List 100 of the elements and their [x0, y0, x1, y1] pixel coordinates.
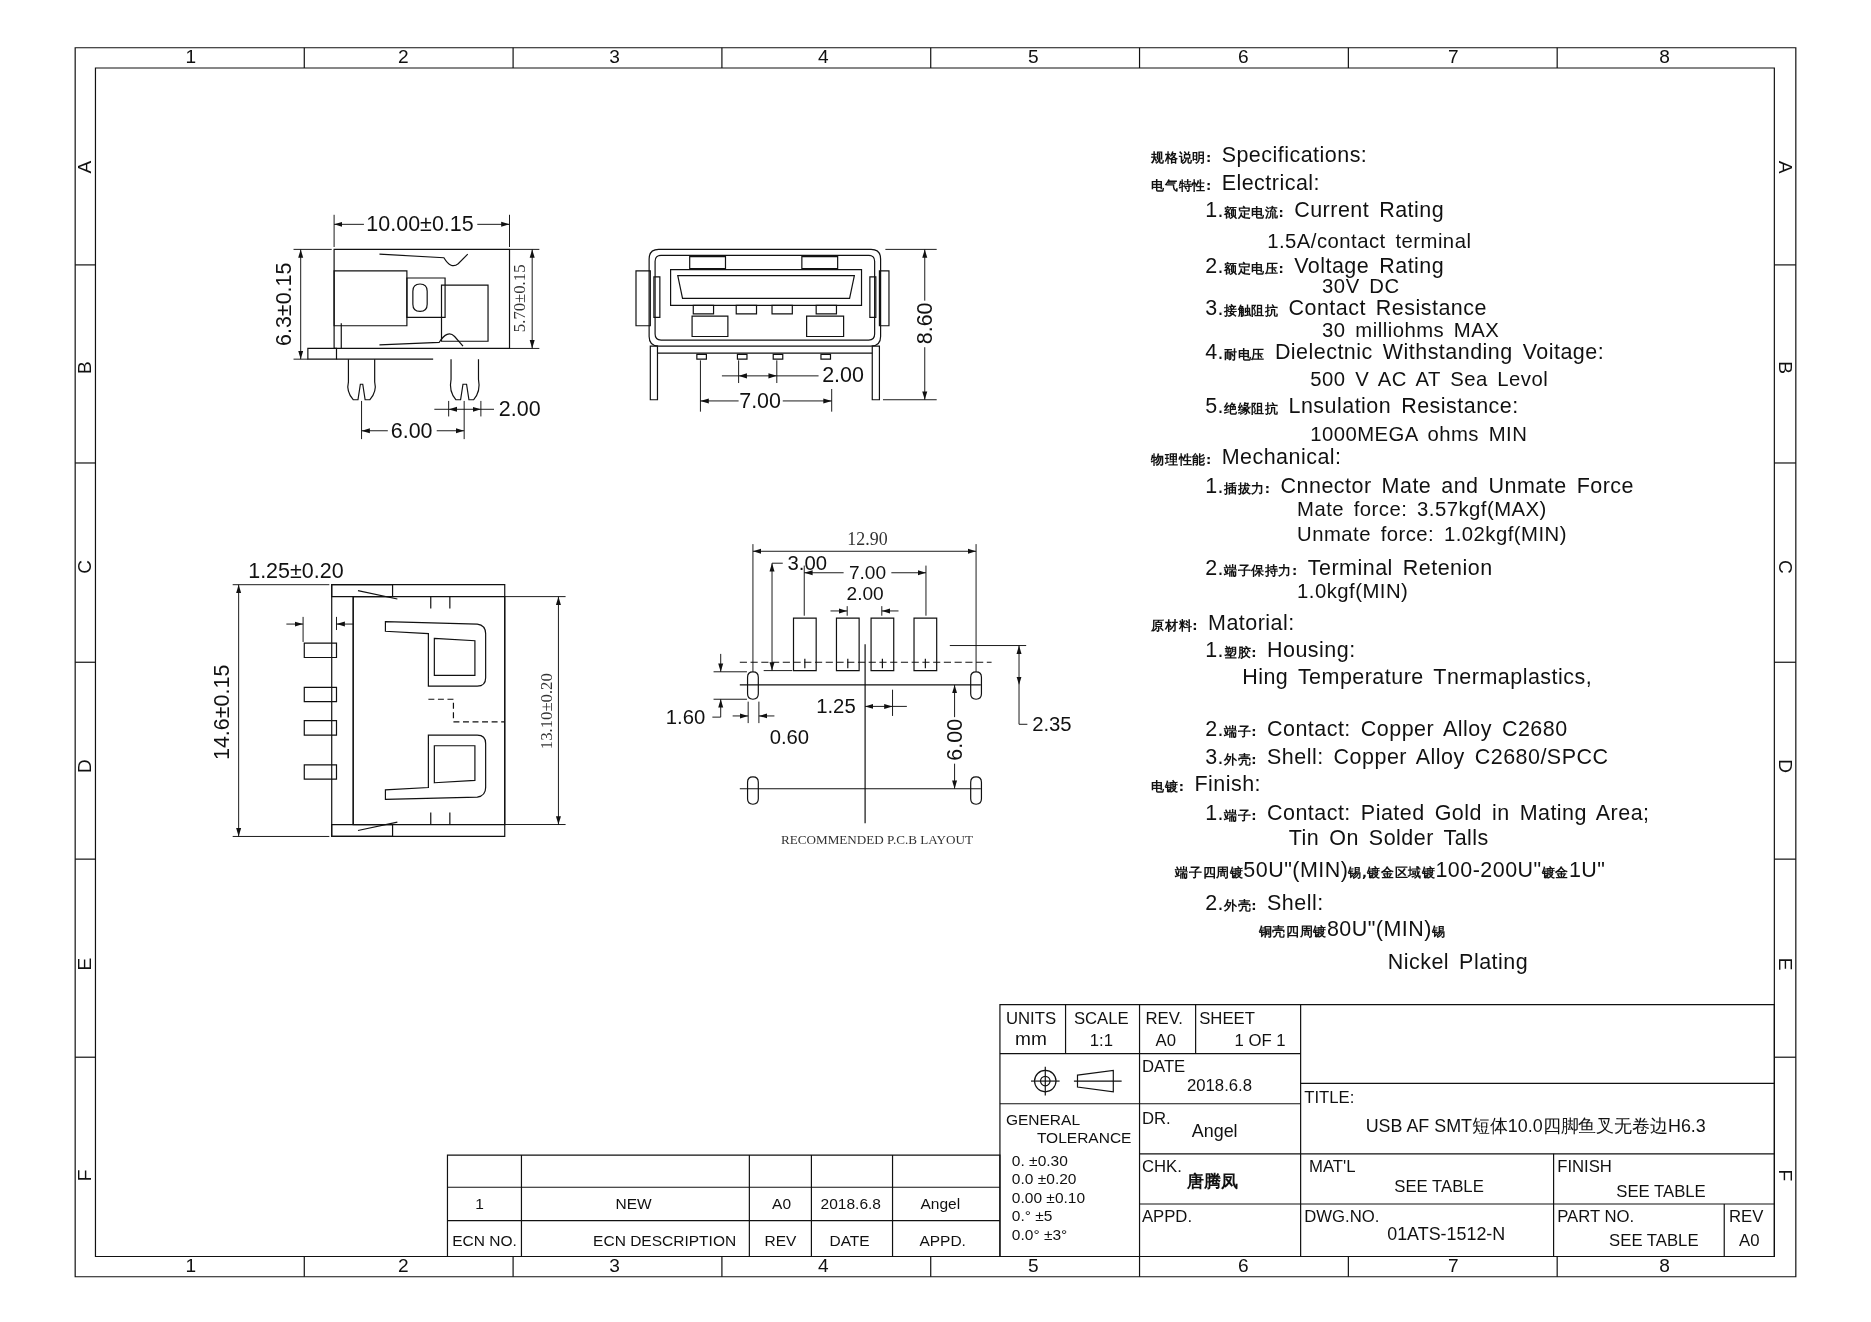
zone-label: D	[75, 759, 95, 773]
dimension-label: 12.90	[847, 530, 888, 549]
spec-text: Nickel Plating	[1387, 951, 1529, 973]
revision-table-text: A0	[772, 1196, 792, 1212]
spec-text: 30 milliohms MAX	[1322, 320, 1500, 341]
spec-text: Hing Temperature Tnermaplastics,	[1242, 665, 1593, 688]
title-block-text: GENERAL TOLERANCE	[1005, 1110, 1133, 1147]
title-block-text: 1 OF 1	[1234, 1032, 1286, 1049]
revision-table-text: 1	[475, 1196, 484, 1212]
spec-text: 1.塑胶: Housing:	[1205, 639, 1356, 662]
zone-label: 8	[1659, 47, 1670, 67]
revision-table-text: Angel	[920, 1196, 961, 1212]
spec-text: 4.耐电压 Dielectnic Withstanding Voitage:	[1205, 341, 1605, 363]
spec-text: 1.插拔力: Cnnector Mate and Unmate Force	[1205, 474, 1634, 497]
title-block-text: 1:1	[1089, 1032, 1113, 1049]
spec-text: 3.外壳: Shell: Copper Alloy C2680/SPCC	[1205, 745, 1609, 768]
title-block-text: Angel	[1191, 1121, 1238, 1139]
dimension-label: 5.70±0.15	[511, 264, 529, 333]
title-block-text: MAT'L	[1309, 1157, 1356, 1175]
dimension-label: 2.00	[498, 398, 541, 420]
title-block-text: UNITS	[1005, 1009, 1056, 1027]
dimension-label: 14.6±0.15	[211, 664, 233, 761]
dimension-label: 2.35	[1032, 714, 1072, 735]
zone-label: 6	[1238, 1256, 1249, 1276]
title-block-text: FINISH	[1557, 1157, 1612, 1175]
dimension-label: 10.00±0.15	[366, 213, 474, 236]
spec-text: 物理性能: Mechanical:	[1151, 446, 1342, 468]
title-block-text: 唐腾凤	[1187, 1172, 1238, 1190]
zone-label: D	[1775, 759, 1795, 773]
spec-text: 2.端子: Contact: Copper Alloy C2680	[1205, 718, 1568, 740]
zone-label: 4	[818, 47, 829, 67]
title-block-text: SEE TABLE	[1394, 1177, 1484, 1195]
zone-label: B	[75, 361, 95, 374]
title-block-text: REV	[1729, 1207, 1764, 1225]
title-block-text: 0.0 ±0.20	[1011, 1171, 1077, 1187]
zone-label: C	[1775, 559, 1795, 574]
revision-table-text: REV	[764, 1233, 797, 1249]
dimension-label: 6.00	[390, 420, 433, 442]
title-block-text: mm	[1015, 1029, 1047, 1049]
zone-label: 2	[398, 1256, 409, 1276]
dimension-label: 3.00	[787, 553, 828, 574]
spec-text: 铜壳四周镀80U"(MIN)锡	[1258, 917, 1446, 940]
title-block-text: APPD.	[1141, 1207, 1193, 1225]
zone-label: 4	[818, 1256, 829, 1276]
spec-text: 2.外壳: Shell:	[1205, 892, 1324, 914]
spec-text: 原材料: Matorial:	[1151, 612, 1295, 634]
dimension-label: 1.25	[816, 696, 856, 717]
zone-label: F	[75, 1169, 95, 1182]
title-block-text: USB AF SMT短体10.0四脚鱼叉无卷边H6.3	[1365, 1116, 1706, 1135]
title-block-text: CHK.	[1141, 1157, 1182, 1175]
title-block-text: PART NO.	[1557, 1207, 1635, 1225]
spec-text: Tin On Solder Talls	[1288, 826, 1489, 849]
spec-text: 5.绝缘阻抗 Lnsulation Resistance:	[1205, 394, 1519, 417]
zone-label: 2	[398, 47, 409, 67]
title-block-text: 01ATS-1512-N	[1387, 1224, 1506, 1243]
zone-label: 3	[609, 1256, 620, 1276]
zone-label: F	[1775, 1169, 1795, 1182]
title-block-text: 0.00 ±0.10	[1011, 1190, 1086, 1206]
spec-text: 2.额定电压: Voltage Rating	[1205, 255, 1445, 277]
revision-table-text: ECN DESCRIPTION	[593, 1233, 737, 1249]
dimension-label: 6.00	[943, 718, 966, 761]
title-block-text: SEE TABLE	[1609, 1231, 1699, 1249]
spec-text: 电气特性: Electrical:	[1151, 171, 1320, 194]
spec-text: 1.端子: Contact: Piated Gold in Mating Area;	[1205, 801, 1650, 824]
zone-label: 7	[1448, 1256, 1459, 1276]
spec-text: 端子四周镀50U"(MIN)锡,镀金区域镀100-200U"镀金1U"	[1175, 859, 1606, 881]
revision-table-text: ECN NO.	[452, 1233, 517, 1249]
zone-label: 1	[185, 1256, 197, 1276]
revision-table-text: 2018.6.8	[820, 1196, 881, 1212]
title-block-text: A0	[1155, 1032, 1176, 1049]
zone-label: E	[75, 957, 95, 971]
title-block-text: SCALE	[1073, 1009, 1129, 1027]
title-block-text: 2018.6.8	[1187, 1076, 1252, 1093]
dimension-label: 1.60	[665, 707, 706, 728]
zone-label: 6	[1238, 47, 1249, 67]
spec-text: 电镀: Finish:	[1151, 773, 1262, 795]
title-block-text: DATE	[1141, 1057, 1186, 1074]
title-block-text: 0. ±0.30	[1011, 1153, 1068, 1169]
dimension-label: 2.00	[846, 584, 884, 604]
title-block-text: SHEET	[1199, 1009, 1255, 1027]
spec-text: 1000MEGA ohms MIN	[1310, 424, 1528, 445]
spec-text: Mate force: 3.57kgf(MAX)	[1297, 499, 1547, 520]
zone-label: 3	[609, 47, 620, 67]
spec-text: 30V DC	[1322, 276, 1400, 297]
title-block-text: DWG.NO.	[1304, 1207, 1380, 1225]
zone-label: E	[1775, 957, 1795, 971]
spec-text: 1.0kgf(MIN)	[1297, 581, 1409, 602]
title-block-text: REV.	[1145, 1009, 1183, 1027]
revision-table-text: DATE	[829, 1233, 870, 1249]
revision-table-text: APPD.	[919, 1233, 966, 1249]
spec-text: 2.端子保持力: Terminal Retenion	[1205, 557, 1493, 579]
zone-label: B	[1775, 361, 1795, 374]
dimension-label: 2.00	[822, 363, 864, 386]
dimension-label: 7.00	[848, 563, 887, 583]
spec-text: 规格说明: Specifications:	[1151, 144, 1368, 166]
title-block-text: 0.° ±5	[1011, 1208, 1053, 1224]
title-block-text: DR.	[1141, 1109, 1171, 1127]
dimension-label: 8.60	[914, 302, 936, 345]
title-block-text: SEE TABLE	[1616, 1182, 1706, 1200]
zone-label: A	[75, 160, 95, 174]
